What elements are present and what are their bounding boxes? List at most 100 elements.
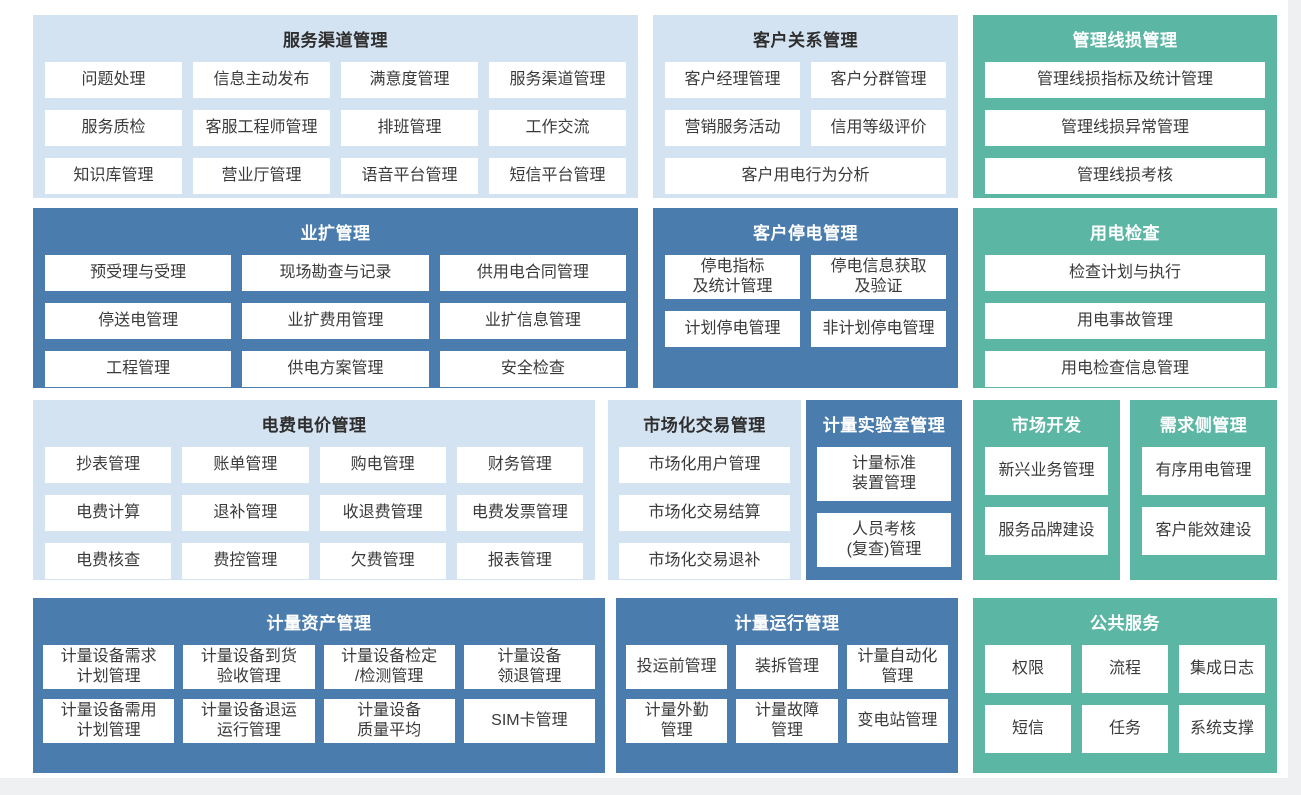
module-card: 计量设备需用 计划管理 [43, 699, 175, 743]
module-card: 信息主动发布 [193, 62, 330, 98]
module-card: 现场勘查与记录 [242, 255, 429, 291]
block-items: 市场化用户管理市场化交易结算市场化交易退补 [608, 445, 801, 590]
block-items: 预受理与受理现场勘查与记录供用电合同管理停送电管理业扩费用管理业扩信息管理工程管… [33, 253, 638, 399]
block-metering-lab-mgmt: 计量实验室管理 计量标准 装置管理人员考核 (复查)管理 [806, 400, 962, 580]
block-items: 停电指标 及统计管理停电信息获取 及验证计划停电管理非计划停电管理 [653, 253, 958, 359]
module-card: 计划停电管理 [665, 311, 800, 347]
module-card: 管理线损指标及统计管理 [985, 62, 1265, 98]
module-card: 收退费管理 [319, 495, 446, 531]
module-card: 知识库管理 [45, 158, 182, 194]
block-title: 计量实验室管理 [822, 416, 946, 435]
module-card: 购电管理 [319, 447, 446, 483]
module-card: 信用等级评价 [811, 110, 946, 146]
module-card: 客户分群管理 [811, 62, 946, 98]
module-card: 管理线损考核 [985, 158, 1265, 194]
block-metering-operation-mgmt: 计量运行管理 投运前管理装拆管理计量自动化 管理计量外勤 管理计量故障 管理变电… [616, 598, 958, 773]
block-items: 计量标准 装置管理人员考核 (复查)管理 [806, 445, 962, 578]
module-card: 报表管理 [456, 543, 583, 579]
block-items: 有序用电管理客户能效建设 [1130, 445, 1277, 567]
module-card: 计量设备退运 运行管理 [183, 699, 315, 743]
block-items: 新兴业务管理服务品牌建设 [973, 445, 1120, 567]
module-card: 计量故障 管理 [736, 699, 838, 743]
module-card: 用电事故管理 [985, 303, 1265, 339]
module-card: 客户用电行为分析 [665, 158, 946, 194]
block-demand-side-mgmt: 需求侧管理 有序用电管理客户能效建设 [1130, 400, 1277, 580]
block-items: 投运前管理装拆管理计量自动化 管理计量外勤 管理计量故障 管理变电站管理 [616, 643, 958, 753]
module-card: 服务品牌建设 [985, 507, 1108, 555]
block-title: 客户关系管理 [753, 31, 858, 50]
module-card: 计量自动化 管理 [846, 645, 948, 689]
block-title: 公共服务 [1090, 614, 1160, 633]
block-title: 业扩管理 [300, 224, 371, 243]
block-market-development: 市场开发 新兴业务管理服务品牌建设 [973, 400, 1120, 580]
module-card: 计量标准 装置管理 [817, 447, 951, 501]
module-card: 业扩信息管理 [439, 303, 626, 339]
module-card: 计量外勤 管理 [626, 699, 728, 743]
module-card: 工程管理 [45, 351, 232, 387]
module-card: 营业厅管理 [193, 158, 330, 194]
module-card: 客户能效建设 [1142, 507, 1265, 555]
module-card: 供用电合同管理 [439, 255, 626, 291]
block-title: 市场化交易管理 [643, 416, 766, 435]
module-card: 停送电管理 [45, 303, 232, 339]
block-public-services: 公共服务 权限流程集成日志短信任务系统支撑 [973, 598, 1277, 773]
module-card: 账单管理 [182, 447, 309, 483]
block-market-trading-mgmt: 市场化交易管理 市场化用户管理市场化交易结算市场化交易退补 [608, 400, 801, 580]
block-title: 计量运行管理 [734, 614, 840, 633]
module-card: 供电方案管理 [242, 351, 429, 387]
module-card: 抄表管理 [45, 447, 172, 483]
block-metering-asset-mgmt: 计量资产管理 计量设备需求 计划管理计量设备到货 验收管理计量设备检定 /检测管… [33, 598, 605, 773]
module-card: 语音平台管理 [341, 158, 478, 194]
module-card: 权限 [985, 645, 1071, 693]
module-card: 任务 [1082, 705, 1168, 753]
module-card: 计量设备 领退管理 [463, 645, 595, 689]
module-card: 欠费管理 [319, 543, 446, 579]
module-card: 电费计算 [45, 495, 172, 531]
module-card: 退补管理 [182, 495, 309, 531]
block-service-channel-mgmt: 服务渠道管理 问题处理信息主动发布满意度管理服务渠道管理服务质检客服工程师管理排… [33, 15, 638, 198]
block-title: 电费电价管理 [261, 416, 367, 435]
module-card: 非计划停电管理 [811, 311, 946, 347]
module-card: 问题处理 [45, 62, 182, 98]
module-card: 人员考核 (复查)管理 [817, 513, 951, 567]
module-card: 预受理与受理 [45, 255, 232, 291]
module-card: 工作交流 [489, 110, 626, 146]
module-card: 满意度管理 [341, 62, 478, 98]
module-card: 用电检查信息管理 [985, 351, 1265, 387]
module-card: 计量设备到货 验收管理 [183, 645, 315, 689]
block-title: 市场开发 [1011, 416, 1082, 435]
module-card: 检查计划与执行 [985, 255, 1265, 291]
block-line-loss-mgmt: 管理线损管理 管理线损指标及统计管理管理线损异常管理管理线损考核 [973, 15, 1277, 198]
module-card: 客户经理管理 [665, 62, 800, 98]
module-card: 营销服务活动 [665, 110, 800, 146]
module-card: 市场化交易结算 [619, 495, 790, 531]
block-business-expansion-mgmt: 业扩管理 预受理与受理现场勘查与记录供用电合同管理停送电管理业扩费用管理业扩信息… [33, 208, 638, 388]
block-items: 检查计划与执行用电事故管理用电检查信息管理 [973, 253, 1277, 399]
module-card: 有序用电管理 [1142, 447, 1265, 495]
block-title: 计量资产管理 [266, 614, 372, 633]
block-electricity-inspection: 用电检查 检查计划与执行用电事故管理用电检查信息管理 [973, 208, 1277, 388]
module-card: 业扩费用管理 [242, 303, 429, 339]
module-card: SIM卡管理 [463, 699, 595, 743]
module-card: 短信 [985, 705, 1071, 753]
module-card: 计量设备 质量平均 [323, 699, 455, 743]
module-card: 电费发票管理 [456, 495, 583, 531]
block-customer-relation-mgmt: 客户关系管理 客户经理管理客户分群管理营销服务活动信用等级评价客户用电行为分析 [653, 15, 958, 198]
module-card: 集成日志 [1179, 645, 1265, 693]
module-card: 新兴业务管理 [985, 447, 1108, 495]
module-card: 变电站管理 [846, 699, 948, 743]
block-title: 用电检查 [1090, 224, 1160, 243]
module-card: 市场化用户管理 [619, 447, 790, 483]
block-title: 管理线损管理 [1072, 31, 1178, 50]
block-items: 问题处理信息主动发布满意度管理服务渠道管理服务质检客服工程师管理排班管理工作交流… [33, 60, 638, 206]
module-card: 管理线损异常管理 [985, 110, 1265, 146]
module-card: 服务质检 [45, 110, 182, 146]
module-card: 安全检查 [439, 351, 626, 387]
module-card: 排班管理 [341, 110, 478, 146]
block-title: 需求侧管理 [1159, 416, 1248, 435]
block-items: 计量设备需求 计划管理计量设备到货 验收管理计量设备检定 /检测管理计量设备 领… [33, 643, 605, 753]
module-card: 短信平台管理 [489, 158, 626, 194]
module-card: 系统支撑 [1179, 705, 1265, 753]
block-title: 客户停电管理 [753, 224, 858, 243]
module-card: 电费核查 [45, 543, 172, 579]
